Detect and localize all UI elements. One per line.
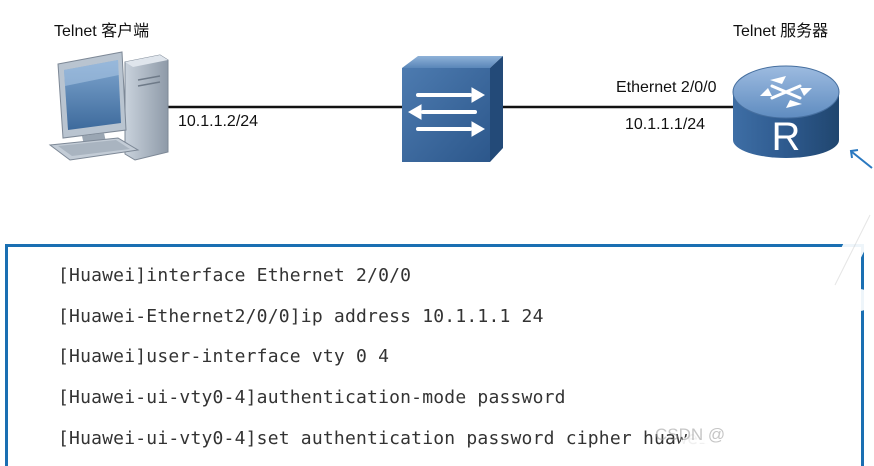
command-line: [Huawei-ui-vty0-4]authentication-mode pa…	[58, 387, 566, 408]
server-label: Telnet 服务器	[733, 23, 829, 40]
server-ip-label: 10.1.1.1/24	[625, 116, 706, 133]
command-line: [Huawei-Ethernet2/0/0]ip address 10.1.1.…	[58, 306, 544, 327]
command-line: [Huawei]user-interface vty 0 4	[58, 346, 390, 367]
router-letter: R	[772, 115, 801, 159]
csdn-watermark: CSDN @	[655, 425, 726, 444]
command-box: [Huawei]interface Ethernet 2/0/0 [Huawei…	[5, 244, 864, 466]
client-label: Telnet 客户端	[54, 23, 150, 40]
topology-diagram: R	[48, 51, 873, 169]
server-interface-label: Ethernet 2/0/0	[616, 79, 717, 96]
command-line: [Huawei-ui-vty0-4]set authentication pas…	[58, 428, 710, 449]
command-line: [Huawei]interface Ethernet 2/0/0	[58, 265, 412, 286]
pc-icon	[48, 51, 169, 161]
pointer-arrow-icon	[849, 149, 873, 169]
router-icon: R	[732, 65, 840, 159]
client-ip-label: 10.1.1.2/24	[178, 113, 259, 130]
switch-icon	[402, 56, 503, 162]
